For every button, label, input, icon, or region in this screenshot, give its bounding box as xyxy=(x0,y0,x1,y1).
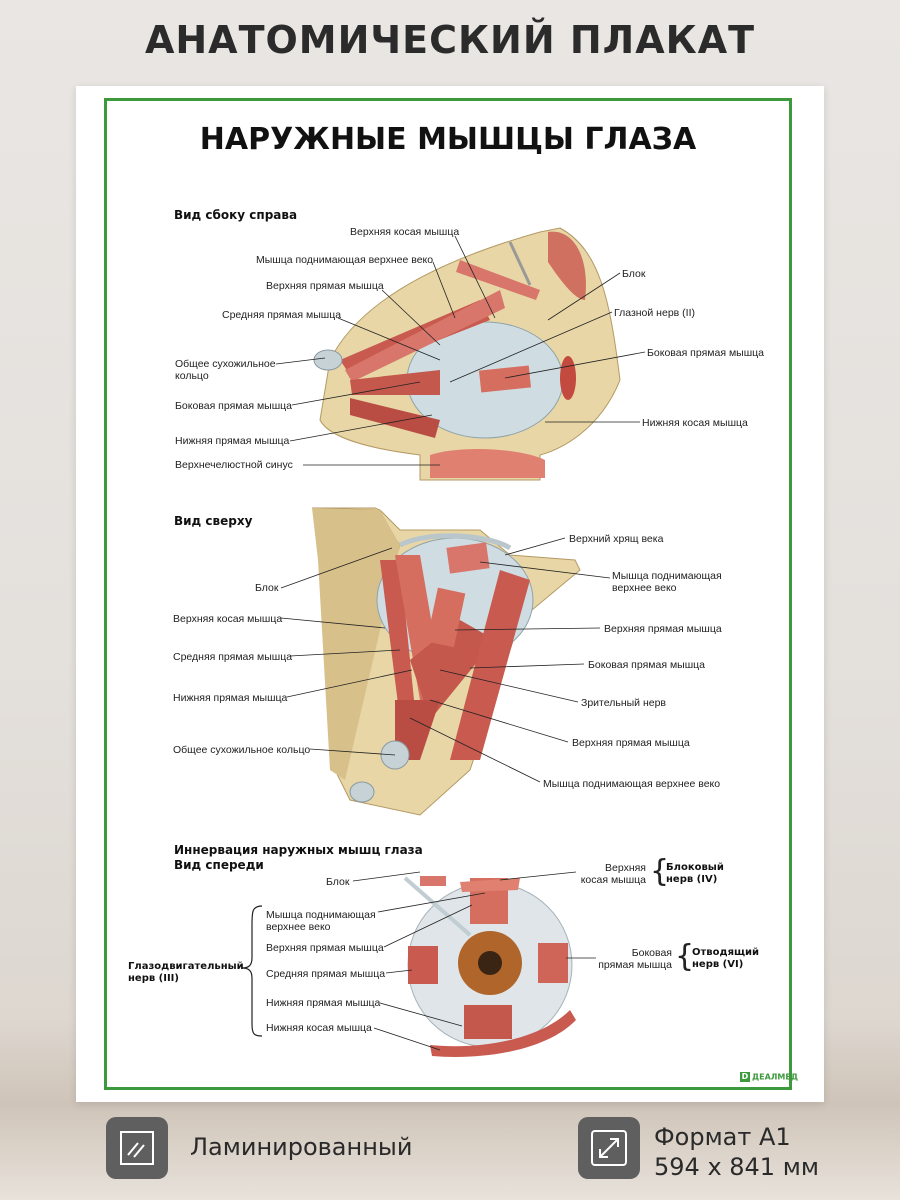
label-top-trochlea: Блок xyxy=(255,582,279,594)
label-top-lateral-rectus: Боковая прямая мышца xyxy=(588,659,705,671)
feature-format-1: Формат А1 xyxy=(654,1123,791,1151)
label-top-superior-rectus-2: Верхняя прямая мышца xyxy=(572,737,690,749)
nerve-trochlear-2: нерв (IV) xyxy=(666,874,718,885)
poster-frame xyxy=(104,98,792,1090)
label-top-inferior-rectus: Нижняя прямая мышца xyxy=(173,692,288,704)
label-front-superior-oblique-2: косая мышца xyxy=(580,874,646,886)
label-front-superior-oblique-1: Верхняя xyxy=(605,862,646,874)
side-view-leaders xyxy=(275,235,646,466)
label-front-superior-rectus: Верхняя прямая мышца xyxy=(266,942,384,954)
label-front-inferior-oblique: Нижняя косая мышца xyxy=(266,1022,372,1034)
label-top-levator-full: Мышца поднимающая верхнее веко xyxy=(543,778,721,790)
label-top-levator-1: Мышца поднимающая xyxy=(612,570,722,582)
label-ring-1: Общее сухожильное xyxy=(175,358,276,370)
poster-title: НАРУЖНЫЕ МЫШЦЫ ГЛАЗА xyxy=(199,122,697,157)
label-superior-oblique: Верхняя косая мышца xyxy=(350,226,460,238)
nerve-abducens-2: нерв (VI) xyxy=(692,959,744,970)
banner-title: АНАТОМИЧЕСКИЙ ПЛАКАТ xyxy=(144,18,756,62)
label-front-lateral-rectus-2: прямая мышца xyxy=(598,959,672,971)
front-view-heading-2: Вид спереди xyxy=(174,858,264,872)
nerve-oculomotor-1: Глазодвигательный xyxy=(128,961,244,972)
front-view-leaders xyxy=(352,871,596,1051)
label-inferior-oblique: Нижняя косая мышца xyxy=(642,417,748,429)
label-front-medial-rectus: Средняя прямая мышца xyxy=(266,968,386,980)
label-trochlea: Блок xyxy=(622,268,646,280)
logo-text: ДЕАЛМЕД xyxy=(752,1072,798,1082)
label-top-tarsus: Верхний хрящ века xyxy=(569,533,664,545)
resize-arrows-icon xyxy=(578,1117,640,1179)
front-view-heading-1: Иннервация наружных мышц глаза xyxy=(174,843,423,857)
label-front-inferior-rectus: Нижняя прямая мышца xyxy=(266,997,381,1009)
laminate-icon xyxy=(106,1117,168,1179)
label-top-superior-oblique: Верхняя косая мышца xyxy=(173,613,283,625)
nerve-trochlear-1: Блоковый xyxy=(666,862,724,873)
brace-abducens: { xyxy=(675,939,695,974)
top-view-heading: Вид сверху xyxy=(174,514,253,528)
label-medial-rectus: Средняя прямая мышца xyxy=(222,309,342,321)
label-sinus: Верхнечелюстной синус xyxy=(175,459,293,471)
label-lateral-rectus-left: Боковая прямая мышца xyxy=(175,400,292,412)
side-view-illustration xyxy=(313,227,621,481)
label-top-superior-rectus: Верхняя прямая мышца xyxy=(604,623,722,635)
label-optic-nerve: Глазной нерв (II) xyxy=(614,307,695,319)
side-view-heading: Вид сбоку справа xyxy=(174,208,298,222)
top-view-leaders xyxy=(280,537,611,783)
logo-mark-icon: D xyxy=(740,1072,750,1082)
top-view-illustration xyxy=(311,507,581,816)
nerve-abducens-1: Отводящий xyxy=(692,947,760,958)
label-front-levator-2: верхнее веко xyxy=(266,921,331,933)
feature-laminated: Ламинированный xyxy=(190,1133,413,1161)
brace-trochlear: { xyxy=(650,854,670,889)
label-top-levator-2: верхнее веко xyxy=(612,582,677,594)
label-inferior-rectus: Нижняя прямая мышца xyxy=(175,435,290,447)
label-ring-2: кольцо xyxy=(175,370,209,382)
feature-format-2: 594 x 841 мм xyxy=(654,1153,819,1181)
label-superior-rectus: Верхняя прямая мышца xyxy=(266,280,384,292)
nerve-oculomotor-2: нерв (III) xyxy=(128,973,179,984)
label-front-levator-1: Мышца поднимающая xyxy=(266,909,376,921)
label-front-trochlea: Блок xyxy=(326,876,350,888)
label-top-ring: Общее сухожильное кольцо xyxy=(173,744,311,756)
front-view-illustration xyxy=(403,876,576,1057)
label-top-optic-nerve: Зрительный нерв xyxy=(581,697,667,709)
label-front-lateral-rectus-1: Боковая xyxy=(631,947,672,959)
label-top-medial-rectus: Средняя прямая мышца xyxy=(173,651,293,663)
label-lateral-rectus-right: Боковая прямая мышца xyxy=(647,347,764,359)
label-levator: Мышца поднимающая верхнее веко xyxy=(256,254,434,266)
